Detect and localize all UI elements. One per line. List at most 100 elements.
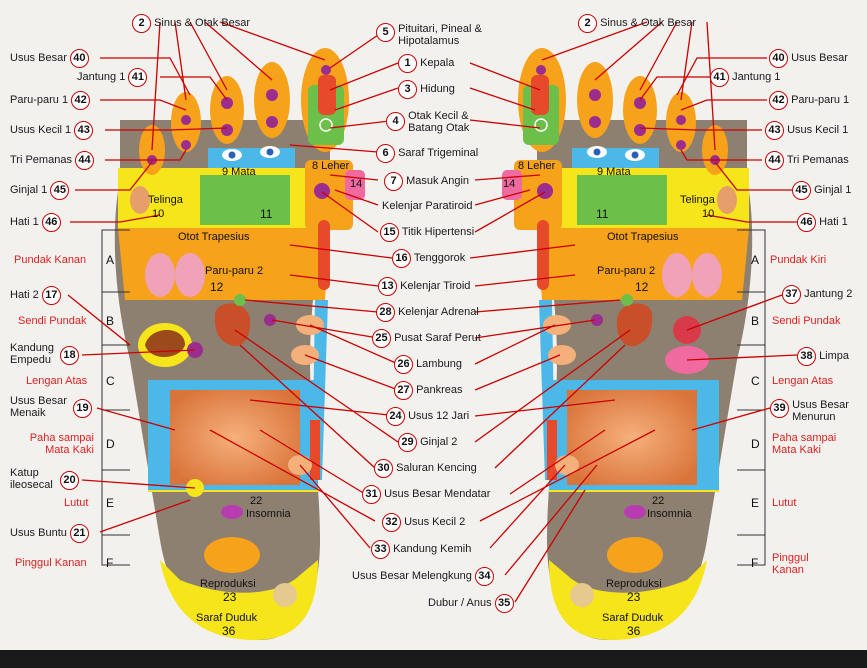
left-foot	[114, 48, 365, 640]
right-zone-d: D	[751, 437, 760, 451]
text-26: Lambung	[416, 358, 462, 370]
label-46-left: Hati 1 46	[10, 213, 61, 232]
left-lung-icon-b	[175, 253, 205, 297]
circle-16: 16	[392, 249, 411, 268]
right-36-label: 36	[627, 624, 641, 638]
right-toe2-spot-b	[589, 116, 601, 128]
label-19-text: Usus Besar Menaik	[10, 395, 67, 419]
text-45-right: Ginjal 1	[814, 184, 852, 196]
right-throat-strip	[537, 220, 549, 290]
left-zone-e: E	[106, 496, 115, 510]
left-ear-icon	[130, 186, 150, 214]
text-29: Ginjal 2	[420, 436, 458, 448]
label-34: Usus Besar Melengkung 34	[352, 567, 494, 586]
left-green-zone	[200, 175, 290, 225]
left-insomnia-spot	[221, 505, 243, 519]
text-43-left: Usus Kecil 1	[10, 124, 72, 136]
text-30: Saluran Kencing	[396, 462, 477, 474]
text-40-right: Usus Besar	[791, 52, 848, 64]
text-41-left: Jantung 1	[77, 71, 126, 83]
right-saraf-duduk-label: Saraf Duduk	[602, 612, 664, 624]
label-4: 4 Otak Kecil & Batang Otak	[386, 110, 483, 134]
circle-28: 28	[376, 303, 395, 322]
label-16: 16 Tenggorok	[392, 249, 465, 268]
right-11-label: 11	[596, 207, 609, 221]
label-18-left: 18	[60, 346, 79, 365]
label-42-left: Paru-paru 1 42	[10, 91, 91, 110]
text-21-left: Usus Buntu	[10, 527, 67, 539]
right-neck-zone	[514, 160, 562, 230]
circle-40-left: 40	[69, 49, 89, 68]
circle-18-left: 18	[60, 346, 79, 365]
left-telinga-label: Telinga	[148, 194, 183, 206]
left-eye-band	[208, 148, 295, 168]
text-42-left: Paru-paru 1	[10, 94, 69, 106]
circle-38-right: 38	[797, 347, 816, 366]
label-31: 31 Usus Besar Mendatar	[362, 485, 490, 504]
text-24: Usus 12 Jari	[408, 410, 470, 422]
circle-44-right: 44	[765, 151, 784, 170]
circle-5: 5	[376, 23, 395, 42]
right-lung-icon-a	[692, 253, 722, 297]
circle-33: 33	[371, 540, 390, 559]
label-paha-right: Paha sampai Mata Kaki	[772, 432, 837, 456]
label-pinggul-kanan-right: Pinggul Kanan	[772, 552, 809, 576]
right-pancreas-icon	[548, 345, 576, 365]
text-27: Pankreas	[416, 384, 463, 396]
left-insomnia-label: Insomnia	[246, 508, 291, 520]
circle-41-right: 41	[710, 68, 729, 87]
left-saraf-duduk-label: Saraf Duduk	[196, 612, 258, 624]
text-5: Pituitari, Pineal & Hipotalamus	[398, 23, 482, 47]
right-toe3-spot	[634, 97, 646, 109]
circle-7: 7	[384, 172, 403, 191]
label-44-right: 44 Tri Pemanas	[765, 151, 849, 170]
right-toe2-spot	[589, 89, 601, 101]
circle-35: 35	[494, 594, 514, 613]
circle-15: 15	[380, 223, 399, 242]
right-neck-spot	[537, 183, 553, 199]
right-leher-label: 8 Leher	[518, 160, 556, 172]
label-33: 33 Kandung Kemih	[371, 540, 471, 559]
right-zone-e: E	[751, 496, 760, 510]
circle-17-left: 17	[41, 286, 61, 305]
circle-43-left: 43	[74, 121, 94, 140]
label-2-right: 2 Sinus & Otak Besar	[578, 14, 696, 33]
label-26: 26 Lambung	[394, 355, 462, 374]
circle-31: 31	[362, 485, 381, 504]
label-43-left: Usus Kecil 1 43	[10, 121, 94, 140]
circle-19-left: 19	[73, 399, 92, 418]
label-27: 27 Pankreas	[394, 381, 463, 400]
circle-26: 26	[394, 355, 413, 374]
label-41-left: Jantung 1 41	[77, 68, 148, 87]
left-22-label: 22	[250, 495, 263, 507]
right-telinga-label: Telinga	[680, 194, 715, 206]
circle-45-right: 45	[792, 181, 811, 200]
label-6: 6 Saraf Trigeminal	[376, 144, 478, 163]
circle-44-left: 44	[75, 151, 95, 170]
right-stomach-icon	[543, 315, 571, 335]
left-zone-bracket	[101, 229, 130, 566]
left-12-label: 12	[210, 280, 224, 294]
text-37-right: Jantung 2	[804, 288, 853, 300]
text-4: Otak Kecil & Batang Otak	[408, 110, 470, 134]
circle-21-left: 21	[69, 524, 89, 543]
label-13: 13 Kelenjar Tiroid	[378, 277, 470, 296]
circle-46-left: 46	[41, 213, 61, 232]
left-toe2-spot-b	[266, 116, 278, 128]
right-insomnia-spot	[624, 505, 646, 519]
left-bigtoe-ring	[319, 118, 333, 132]
right-toe4-spot-b	[676, 140, 686, 150]
text-2-left: Sinus & Otak Besar	[154, 17, 251, 29]
text-33: Kandung Kemih	[393, 543, 472, 555]
right-zone-c: C	[751, 374, 760, 388]
label-21-left: Usus Buntu 21	[10, 524, 89, 543]
leader-lines	[67, 21, 798, 603]
right-14-label: 14	[503, 178, 516, 190]
text-3: Hidung	[420, 83, 455, 95]
label-1: 1 Kepala	[398, 54, 454, 73]
right-pelvis-icon	[570, 583, 594, 607]
label-35: Dubur / Anus 35	[428, 594, 514, 613]
right-bigtoe-ring	[534, 118, 548, 132]
right-reproduction-zone	[607, 537, 663, 573]
right-insomnia-label: Insomnia	[647, 508, 692, 520]
